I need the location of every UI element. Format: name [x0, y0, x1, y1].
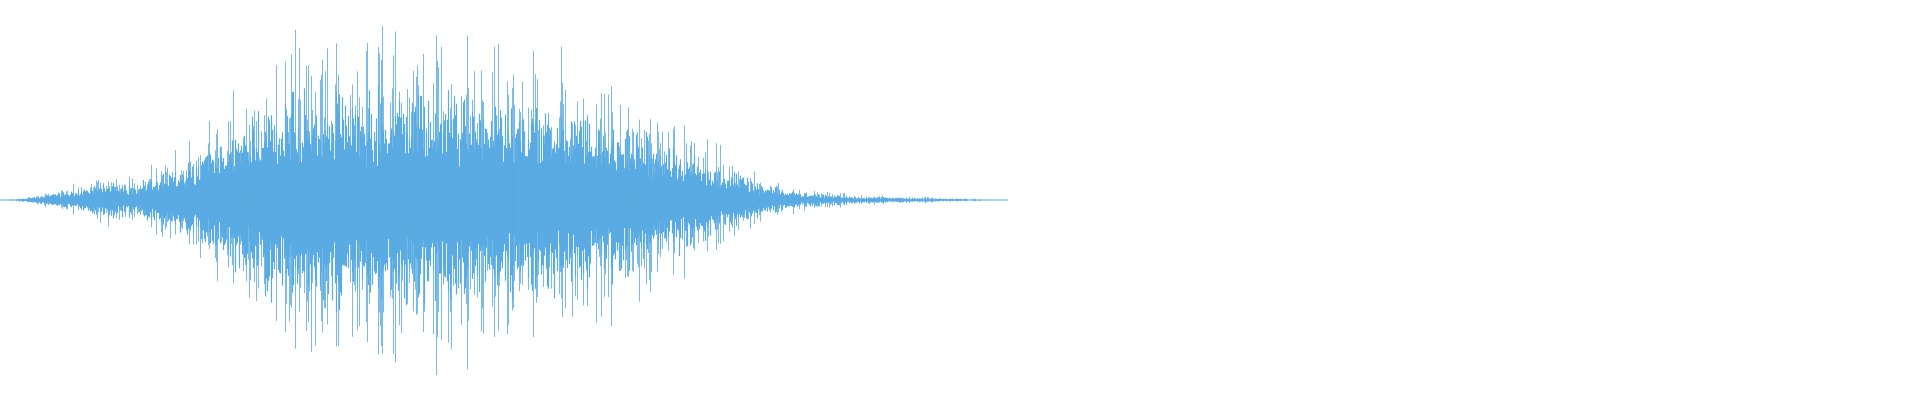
waveform-samples — [1, 26, 1007, 375]
waveform-spikes — [2, 26, 1004, 375]
